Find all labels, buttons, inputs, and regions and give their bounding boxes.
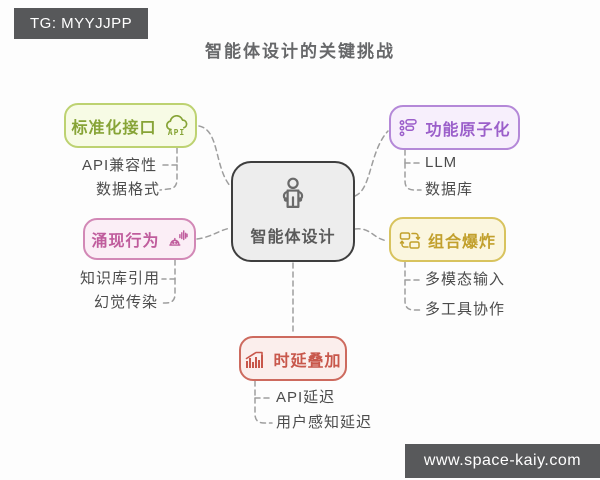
branch-label: 时延叠加 [273, 352, 342, 370]
branch-node-standardized-interface: 标准化接口 API [64, 103, 197, 148]
center-node-label: 智能体设计 [250, 229, 336, 246]
branch-node-latency-stacking: 时延叠加 [239, 336, 347, 381]
bar-chart-icon [244, 348, 266, 370]
agent-person-icon [274, 176, 312, 219]
branch-label: 组合爆炸 [427, 233, 496, 251]
child-item-api-compatibility: API兼容性 [82, 157, 158, 174]
atomic-list-icon [398, 118, 418, 138]
swap-boxes-icon [399, 229, 421, 251]
branch-label: 标准化接口 [71, 119, 157, 137]
child-item-multimodal-input: 多模态输入 [425, 271, 506, 288]
child-item-knowledge-citation: 知识库引用 [80, 270, 161, 287]
branch-label: 功能原子化 [425, 121, 511, 139]
child-item-llm: LLM [425, 154, 458, 171]
child-item-api-latency: API延迟 [276, 389, 336, 406]
child-item-user-perceived-latency: 用户感知延迟 [276, 414, 373, 431]
branch-node-emergent-behavior: 涌现行为 [83, 218, 196, 260]
child-item-database: 数据库 [425, 181, 474, 198]
branch-node-functional-atomization: 功能原子化 [389, 105, 520, 150]
branch-label: 涌现行为 [91, 233, 160, 250]
branch-node-combinatorial-explosion: 组合爆炸 [389, 217, 506, 262]
page-title: 智能体设计的关键挑战 [205, 42, 395, 61]
child-item-data-format: 数据格式 [96, 181, 161, 198]
api-cloud-icon: API [164, 114, 190, 137]
child-item-multitool-collaboration: 多工具协作 [425, 301, 506, 318]
center-node-agent-design: 智能体设计 [231, 161, 355, 262]
robot-voice-icon [167, 229, 188, 250]
watermark: www.space-kaiy.com [405, 444, 600, 478]
tg-badge: TG: MYYJJPP [14, 8, 149, 39]
child-item-hallucination-spread: 幻觉传染 [94, 294, 159, 311]
api-icon-text: API [167, 127, 186, 137]
